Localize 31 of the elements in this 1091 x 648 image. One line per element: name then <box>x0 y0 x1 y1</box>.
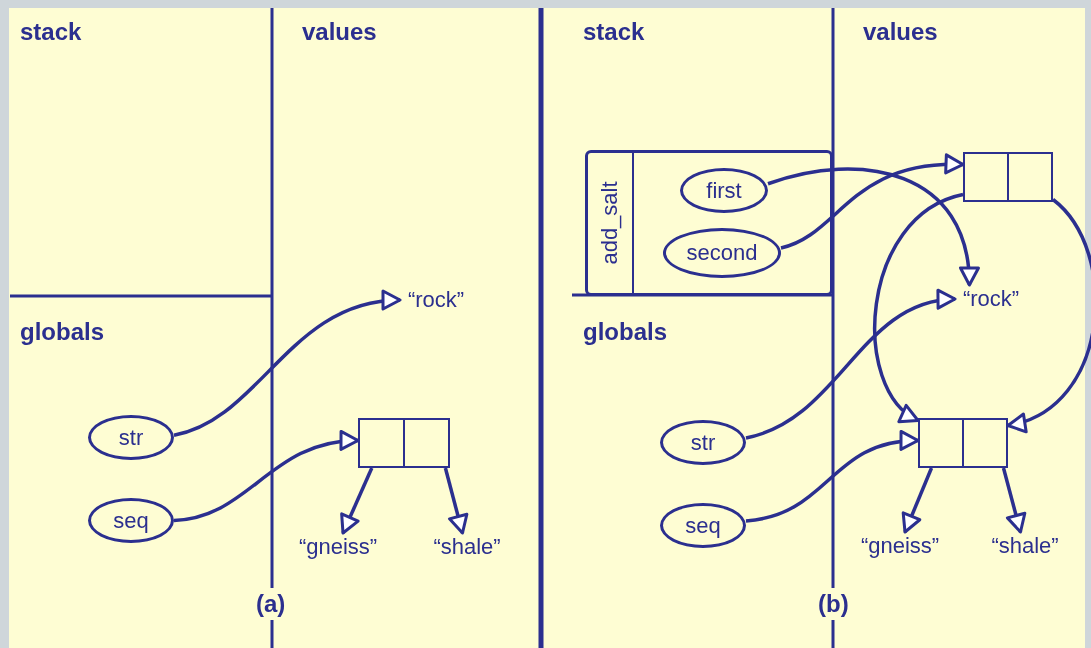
region-heading: globals <box>583 320 667 344</box>
arrow <box>1001 467 1027 534</box>
stack-frame <box>585 150 833 296</box>
arrow <box>873 192 964 422</box>
arrow <box>745 290 957 440</box>
region-heading: values <box>302 20 377 44</box>
region-heading: globals <box>20 320 104 344</box>
arrow <box>443 467 469 535</box>
list-cells <box>963 152 1053 202</box>
string-value: “shale” <box>422 533 512 561</box>
panel-label: (a) <box>256 588 286 620</box>
arrow <box>901 467 934 534</box>
frame-name: add_salt <box>599 181 621 265</box>
string-value: “gneiss” <box>288 533 388 561</box>
region-heading: stack <box>583 20 645 44</box>
string-value: “rock” <box>955 285 1027 313</box>
arrow <box>340 467 374 535</box>
panel-label: (b) <box>818 588 849 620</box>
list-cells <box>358 418 450 468</box>
list-cells <box>918 418 1008 468</box>
arrow <box>173 291 402 437</box>
arrow <box>1006 198 1091 431</box>
arrow <box>767 167 979 287</box>
arrow <box>780 154 965 250</box>
arrow <box>173 431 360 523</box>
arrow <box>745 431 920 523</box>
string-value: “shale” <box>980 532 1070 560</box>
region-heading: stack <box>20 20 82 44</box>
region-heading: values <box>863 20 938 44</box>
string-value: “rock” <box>400 286 472 314</box>
string-value: “gneiss” <box>850 532 950 560</box>
